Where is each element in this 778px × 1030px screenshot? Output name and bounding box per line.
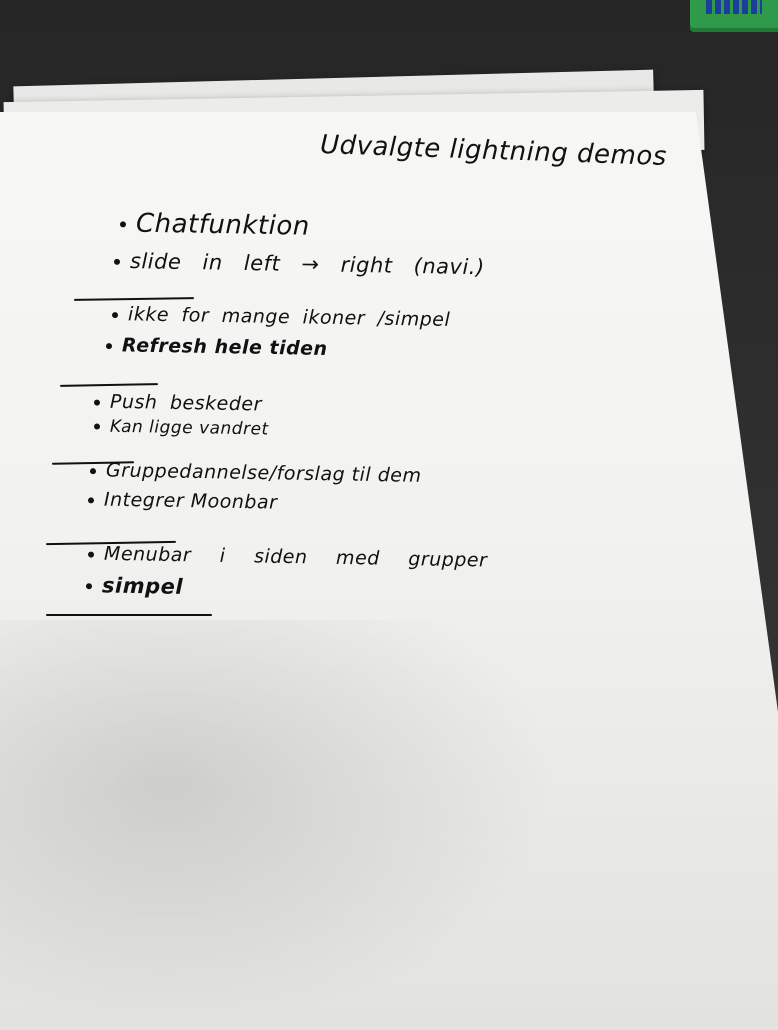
bullet-icon bbox=[85, 583, 93, 590]
bullet-icon bbox=[87, 551, 95, 558]
divider bbox=[46, 614, 212, 616]
bullet-icon bbox=[93, 399, 101, 406]
bullet-icon bbox=[93, 423, 101, 430]
list-item: Integrer Moonbar bbox=[87, 488, 278, 514]
list-item: Refresh hele tiden bbox=[105, 334, 328, 360]
hand-shadow bbox=[0, 620, 560, 1030]
bullet-icon bbox=[87, 496, 95, 503]
bullet-icon bbox=[111, 311, 119, 318]
list-item: Push beskeder bbox=[93, 391, 262, 415]
bullet-icon bbox=[89, 467, 97, 474]
bullet-icon bbox=[119, 220, 127, 227]
paper-sheet bbox=[0, 112, 778, 1030]
list-item: simpel bbox=[85, 573, 183, 599]
bullet-icon bbox=[105, 342, 113, 349]
list-item: Kan ligge vandret bbox=[93, 416, 269, 440]
green-object bbox=[690, 0, 778, 32]
list-item: Chatfunktion bbox=[119, 208, 310, 242]
bullet-icon bbox=[113, 258, 121, 265]
